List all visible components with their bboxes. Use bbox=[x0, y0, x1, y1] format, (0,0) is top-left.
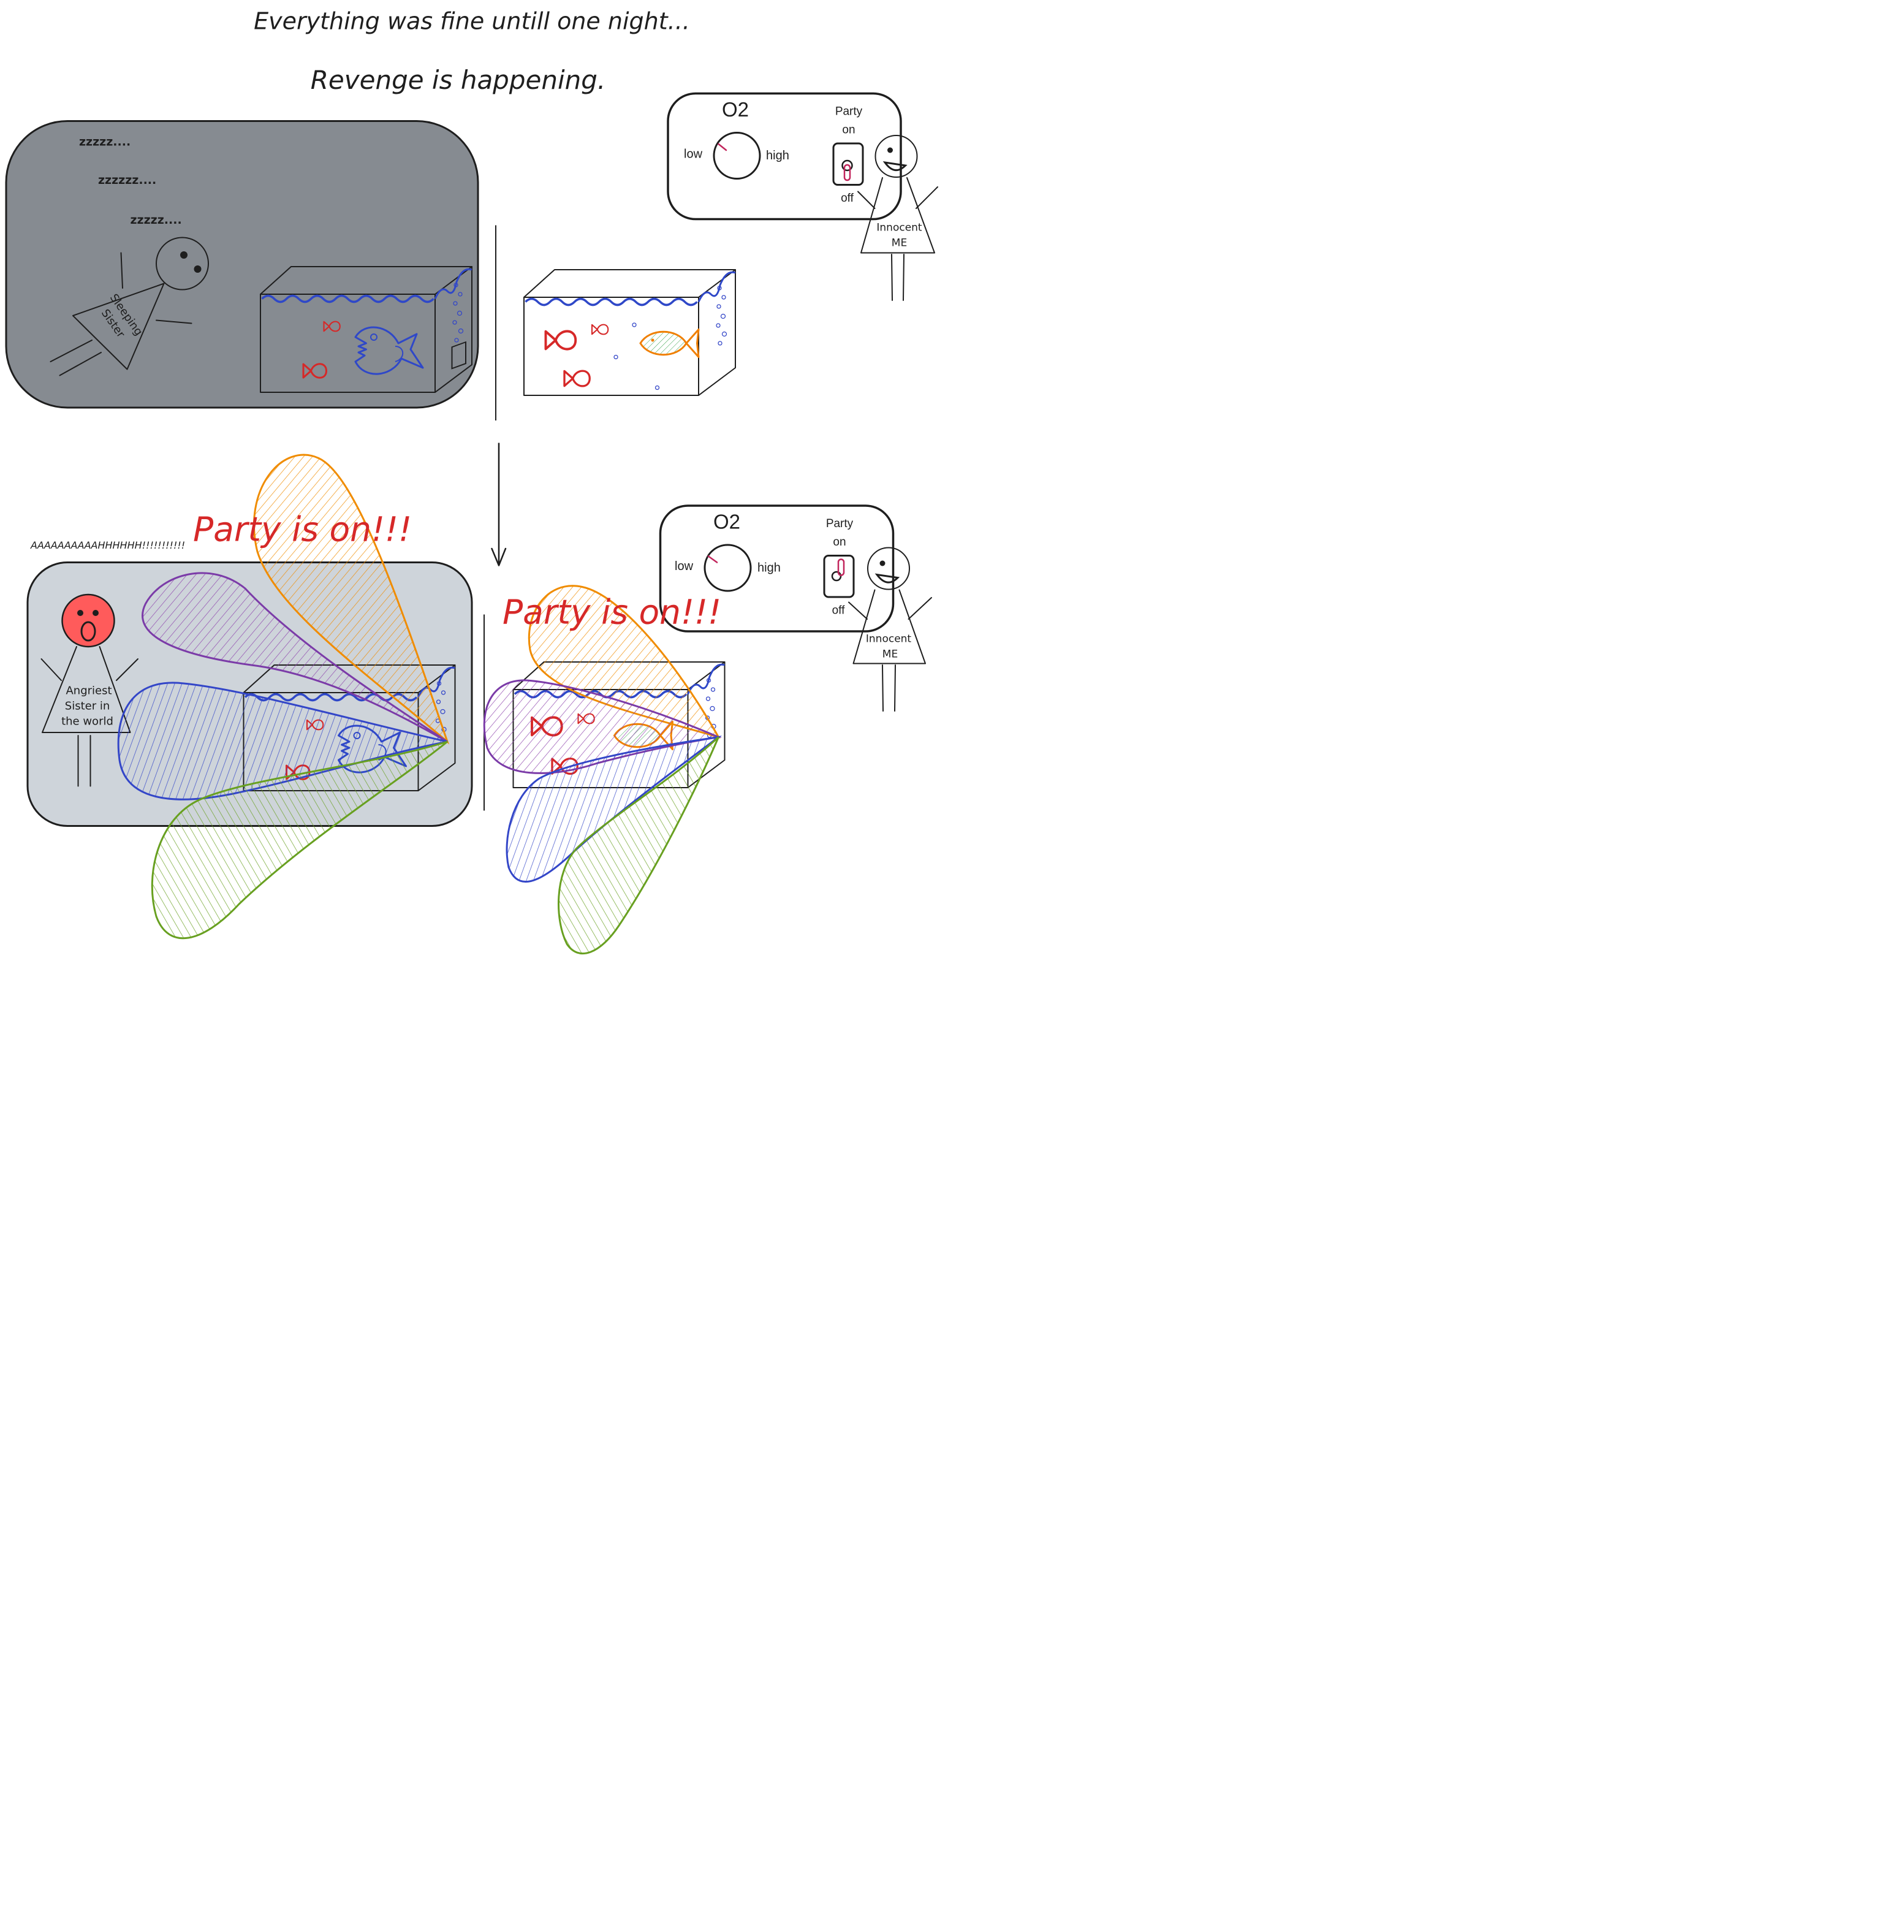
dial-low-label-top: low bbox=[684, 148, 703, 161]
snore-text-2: zzzzzz.... bbox=[98, 173, 156, 187]
switch-on-label-bottom: on bbox=[833, 536, 846, 549]
beam-orange-left bbox=[253, 454, 450, 745]
angry-sister-label-3: the world bbox=[61, 715, 113, 728]
snore-text-3: zzzzz.... bbox=[131, 213, 182, 227]
beam-green-left bbox=[151, 740, 448, 940]
innocent-me-label-1-top: Innocent bbox=[876, 222, 922, 234]
switch-on-label-top: on bbox=[842, 124, 855, 137]
party-switch-top[interactable] bbox=[832, 142, 864, 186]
dial-high-label-bottom: high bbox=[757, 561, 781, 575]
innocent-me-label-2-top: ME bbox=[892, 237, 907, 249]
innocent-me-figure-bottom bbox=[848, 547, 932, 712]
sleeping-sister-figure bbox=[50, 237, 209, 376]
o2-title-bottom: O2 bbox=[713, 511, 740, 533]
party-label-top: Party bbox=[835, 105, 863, 118]
switch-off-label-bottom: off bbox=[832, 604, 846, 617]
innocent-me-figure-top bbox=[857, 135, 938, 301]
night-room-panel bbox=[5, 120, 479, 409]
revenge-caption: Revenge is happening. bbox=[311, 65, 606, 95]
switch-off-label-top: off bbox=[841, 192, 854, 205]
innocent-me-label-2-bottom: ME bbox=[882, 648, 898, 661]
aquarium-day bbox=[523, 269, 736, 396]
party-switch-bottom[interactable] bbox=[823, 555, 855, 598]
beam-purple-left bbox=[142, 572, 448, 743]
angry-sister-label-2: Sister in bbox=[65, 700, 110, 713]
scream-text: AAAAAAAAAAHHHHHH!!!!!!!!!!! bbox=[30, 539, 185, 551]
dial-low-label-bottom: low bbox=[675, 560, 694, 573]
party-beams-left bbox=[117, 454, 450, 940]
o2-dial-top[interactable] bbox=[713, 132, 761, 180]
angry-sister-figure bbox=[40, 593, 138, 787]
beam-green-right bbox=[557, 736, 719, 955]
innocent-me-label-1-bottom: Innocent bbox=[866, 633, 912, 645]
snore-text-1: zzzzz.... bbox=[79, 135, 131, 149]
beam-blue-right bbox=[506, 736, 723, 883]
party-banner-right: Party is on!!! bbox=[503, 593, 721, 632]
party-label-bottom: Party bbox=[826, 517, 854, 530]
party-beams-right bbox=[483, 585, 723, 955]
o2-dial-bottom[interactable] bbox=[704, 544, 752, 592]
aquarium-night bbox=[260, 266, 472, 393]
o2-title-top: O2 bbox=[722, 98, 749, 121]
angry-sister-label-1: Angriest bbox=[66, 685, 112, 698]
dial-high-label-top: high bbox=[766, 149, 789, 162]
party-banner-left: Party is on!!! bbox=[193, 510, 412, 549]
intro-caption: Everything was fine untill one night... bbox=[254, 8, 690, 35]
down-arrow bbox=[491, 443, 507, 566]
